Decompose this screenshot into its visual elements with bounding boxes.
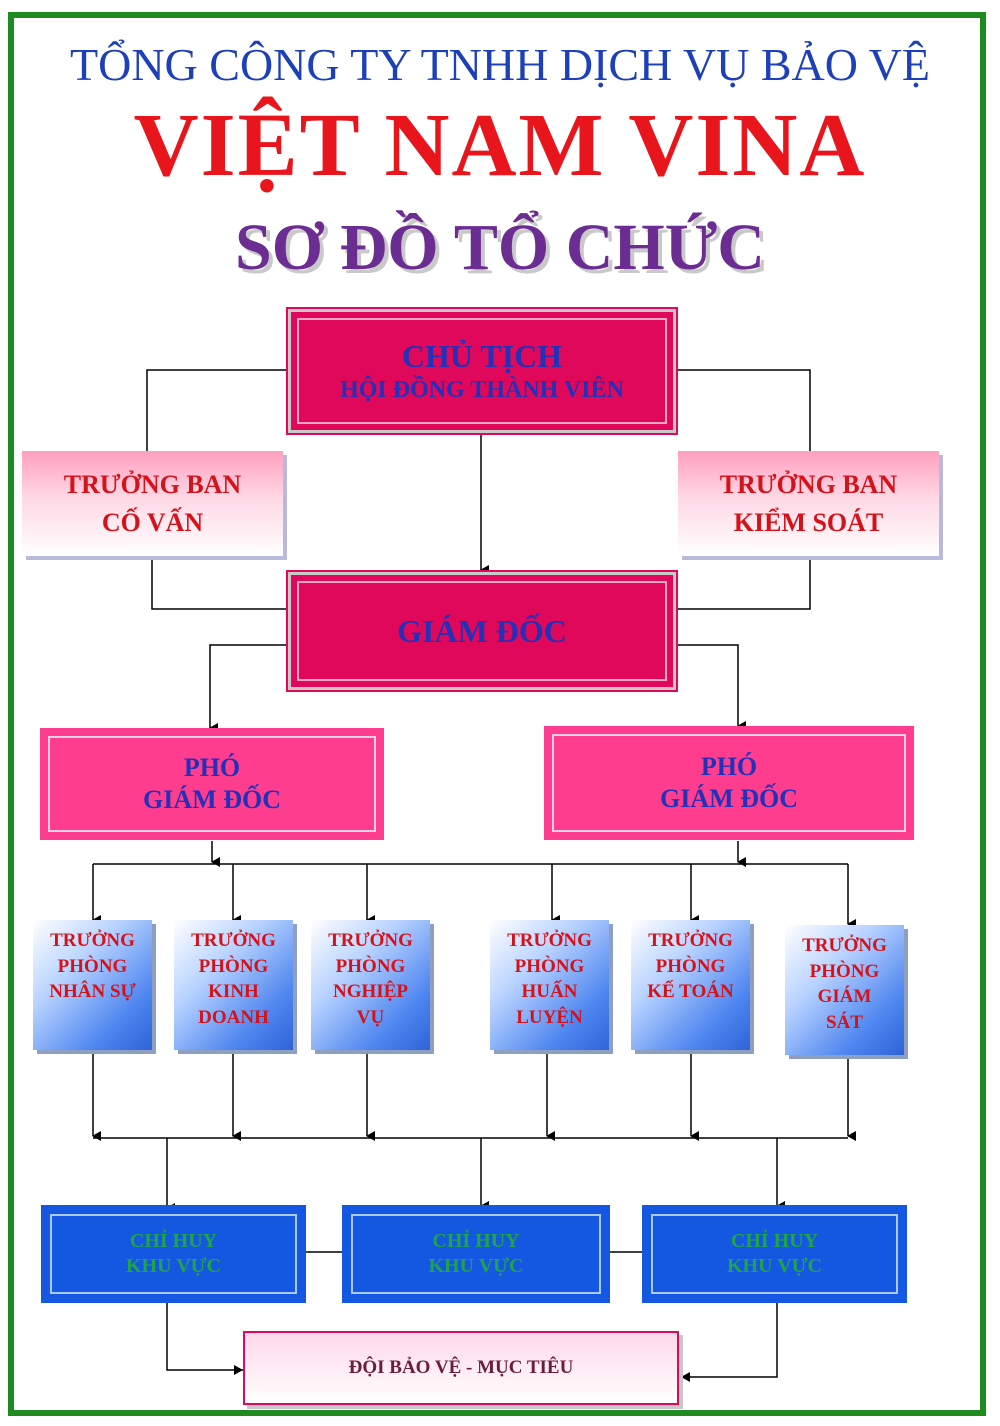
- department-line: PHÒNG: [57, 955, 128, 977]
- control-head-box: TRƯỞNG BAN KIỂM SOÁT: [678, 451, 939, 556]
- department-line: TRƯỞNG: [802, 935, 887, 956]
- deputy-left-line2: GIÁM ĐỐC: [143, 785, 281, 814]
- connector-control-director: [676, 556, 811, 610]
- department-line: KINH: [208, 981, 259, 1002]
- department-operations-box: TRƯỞNG PHÒNG NGHIỆP VỤ: [311, 920, 430, 1050]
- department-line: TRƯỞNG: [328, 930, 413, 951]
- department-training-box: TRƯỞNG PHÒNG HUẤN LUYỆN: [490, 920, 609, 1050]
- connector-chairman-control: [676, 369, 811, 451]
- connector-advisory-director: [151, 556, 288, 610]
- chart-title: SƠ ĐỒ TỔ CHỨC: [235, 211, 765, 284]
- control-head-line1: TRƯỞNG BAN: [719, 469, 898, 499]
- area-commander-1-box: CHỈ HUY KHU VỰC: [44, 1208, 303, 1300]
- department-line: PHÒNG: [335, 955, 406, 977]
- brand-name: VIỆT NAM VINA: [133, 96, 867, 195]
- commander-line1: CHỈ HUY: [730, 1230, 819, 1252]
- commander-line1: CHỈ HUY: [432, 1230, 520, 1252]
- advisory-head-box: TRƯỞNG BAN CỐ VẤN: [22, 451, 283, 556]
- department-hr-box: TRƯỞNG PHÒNG NHÂN SỰ: [33, 920, 152, 1050]
- guard-unit-label: ĐỘI BẢO VỆ - MỤC TIÊU: [348, 1357, 574, 1378]
- department-line: LUYỆN: [516, 1006, 583, 1028]
- connector-director-deputy-left: [209, 644, 288, 733]
- deputy-right-line2: GIÁM ĐỐC: [660, 784, 798, 813]
- deputy-left-line1: PHÓ: [183, 753, 241, 782]
- department-line: NHÂN SỰ: [49, 981, 136, 1002]
- connector-commander-3-unit: [681, 1300, 778, 1382]
- department-accounting-box: TRƯỞNG PHÒNG KẾ TOÁN: [631, 920, 750, 1050]
- deputy-director-left-box: PHÓ GIÁM ĐỐC: [42, 730, 382, 838]
- advisory-head-line1: TRƯỞNG BAN: [63, 469, 242, 499]
- department-line: DOANH: [198, 1006, 269, 1028]
- department-line: KẾ TOÁN: [647, 981, 734, 1002]
- company-name: TỔNG CÔNG TY TNHH DỊCH VỤ BẢO VỆ: [70, 39, 930, 90]
- connector-chairman-advisory: [146, 369, 288, 451]
- department-line: PHÒNG: [655, 955, 726, 977]
- commander-line2: KHU VỰC: [428, 1255, 524, 1277]
- chairman-subtitle: HỘI ĐỒNG THÀNH VIÊN: [340, 377, 624, 403]
- commander-line2: KHU VỰC: [727, 1255, 822, 1277]
- department-supervision-box: TRƯỞNG PHÒNG GIÁM SÁT: [785, 925, 904, 1055]
- department-sales-box: TRƯỞNG PHÒNG KINH DOANH: [174, 920, 293, 1050]
- connector-commander-1-unit: [166, 1300, 243, 1375]
- commander-line2: KHU VỰC: [126, 1255, 221, 1277]
- department-line: PHÒNG: [514, 955, 585, 977]
- department-line: HUẤN: [521, 981, 578, 1002]
- deputy-right-line1: PHÓ: [700, 752, 758, 781]
- director-label: GIÁM ĐỐC: [397, 612, 567, 649]
- department-line: VỤ: [356, 1006, 385, 1028]
- department-line: PHÒNG: [809, 960, 880, 982]
- department-line: TRƯỞNG: [50, 930, 135, 951]
- guard-unit-box: ĐỘI BẢO VỆ - MỤC TIÊU: [243, 1331, 679, 1405]
- page-frame: [8, 12, 986, 1416]
- chairman-title: CHỦ TỊCH: [401, 338, 563, 374]
- department-line: TRƯỞNG: [648, 930, 733, 951]
- department-line: GIÁM: [817, 986, 872, 1007]
- advisory-head-line2: CỐ VẤN: [101, 507, 204, 537]
- department-line: NGHIỆP: [333, 981, 408, 1002]
- department-line: PHÒNG: [198, 955, 269, 977]
- department-line: TRƯỞNG: [191, 930, 276, 951]
- chairman-box: CHỦ TỊCH HỘI ĐỒNG THÀNH VIÊN: [288, 309, 676, 433]
- area-commander-3-box: CHỈ HUY KHU VỰC: [645, 1208, 904, 1300]
- director-box: GIÁM ĐỐC: [288, 572, 676, 690]
- control-head-line2: KIỂM SOÁT: [733, 507, 884, 537]
- commander-line1: CHỈ HUY: [129, 1230, 218, 1252]
- connector-director-deputy-right: [676, 644, 746, 731]
- department-line: TRƯỞNG: [507, 930, 592, 951]
- department-line: SÁT: [826, 1011, 863, 1033]
- deputy-director-right-box: PHÓ GIÁM ĐỐC: [546, 728, 912, 838]
- area-commander-2-box: CHỈ HUY KHU VỰC: [345, 1208, 607, 1300]
